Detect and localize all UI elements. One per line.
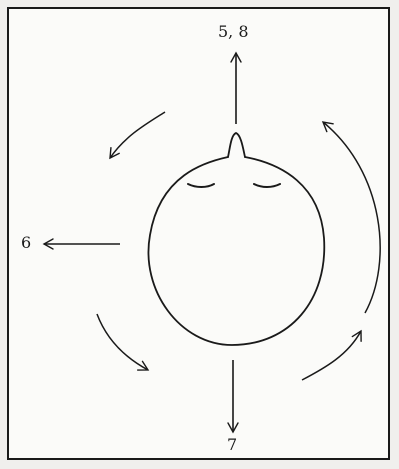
curved-arrow-right-upper <box>323 122 380 313</box>
head-outline <box>148 157 324 345</box>
label-down: 7 <box>227 437 237 453</box>
label-up: 5, 8 <box>218 24 249 40</box>
left-eye <box>188 184 214 187</box>
label-left: 6 <box>21 235 31 251</box>
nose <box>228 133 245 157</box>
curved-arrow-top-left <box>110 112 165 158</box>
right-eye <box>254 184 280 187</box>
curved-arrow-right-lower <box>302 331 361 380</box>
curved-arrow-bottom-left <box>97 314 148 370</box>
